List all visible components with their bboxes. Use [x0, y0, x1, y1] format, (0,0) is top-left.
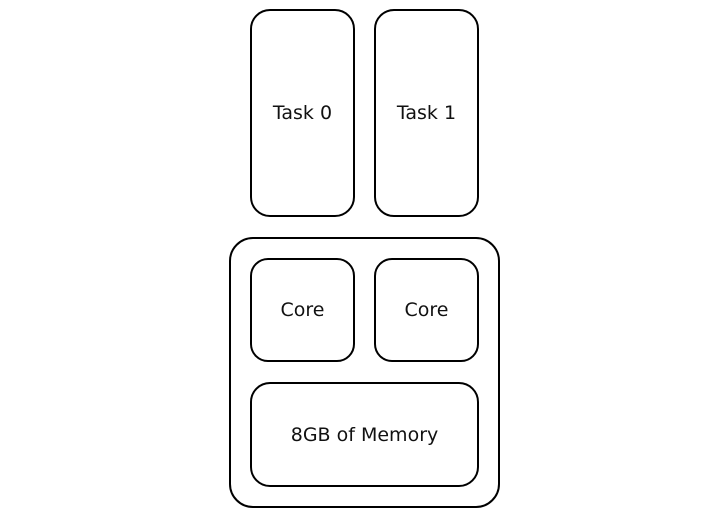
task-1-box: Task 1: [374, 9, 479, 217]
core-1-label: Core: [280, 299, 325, 321]
task-0-label: Task 0: [272, 102, 333, 124]
memory-label: 8GB of Memory: [290, 423, 439, 446]
task-0-box: Task 0: [250, 9, 355, 217]
task-1-label: Task 1: [396, 102, 457, 124]
memory-box: 8GB of Memory: [250, 382, 479, 487]
core-box-1: Core: [250, 258, 355, 362]
core-box-2: Core: [374, 258, 479, 362]
core-2-label: Core: [404, 299, 449, 321]
